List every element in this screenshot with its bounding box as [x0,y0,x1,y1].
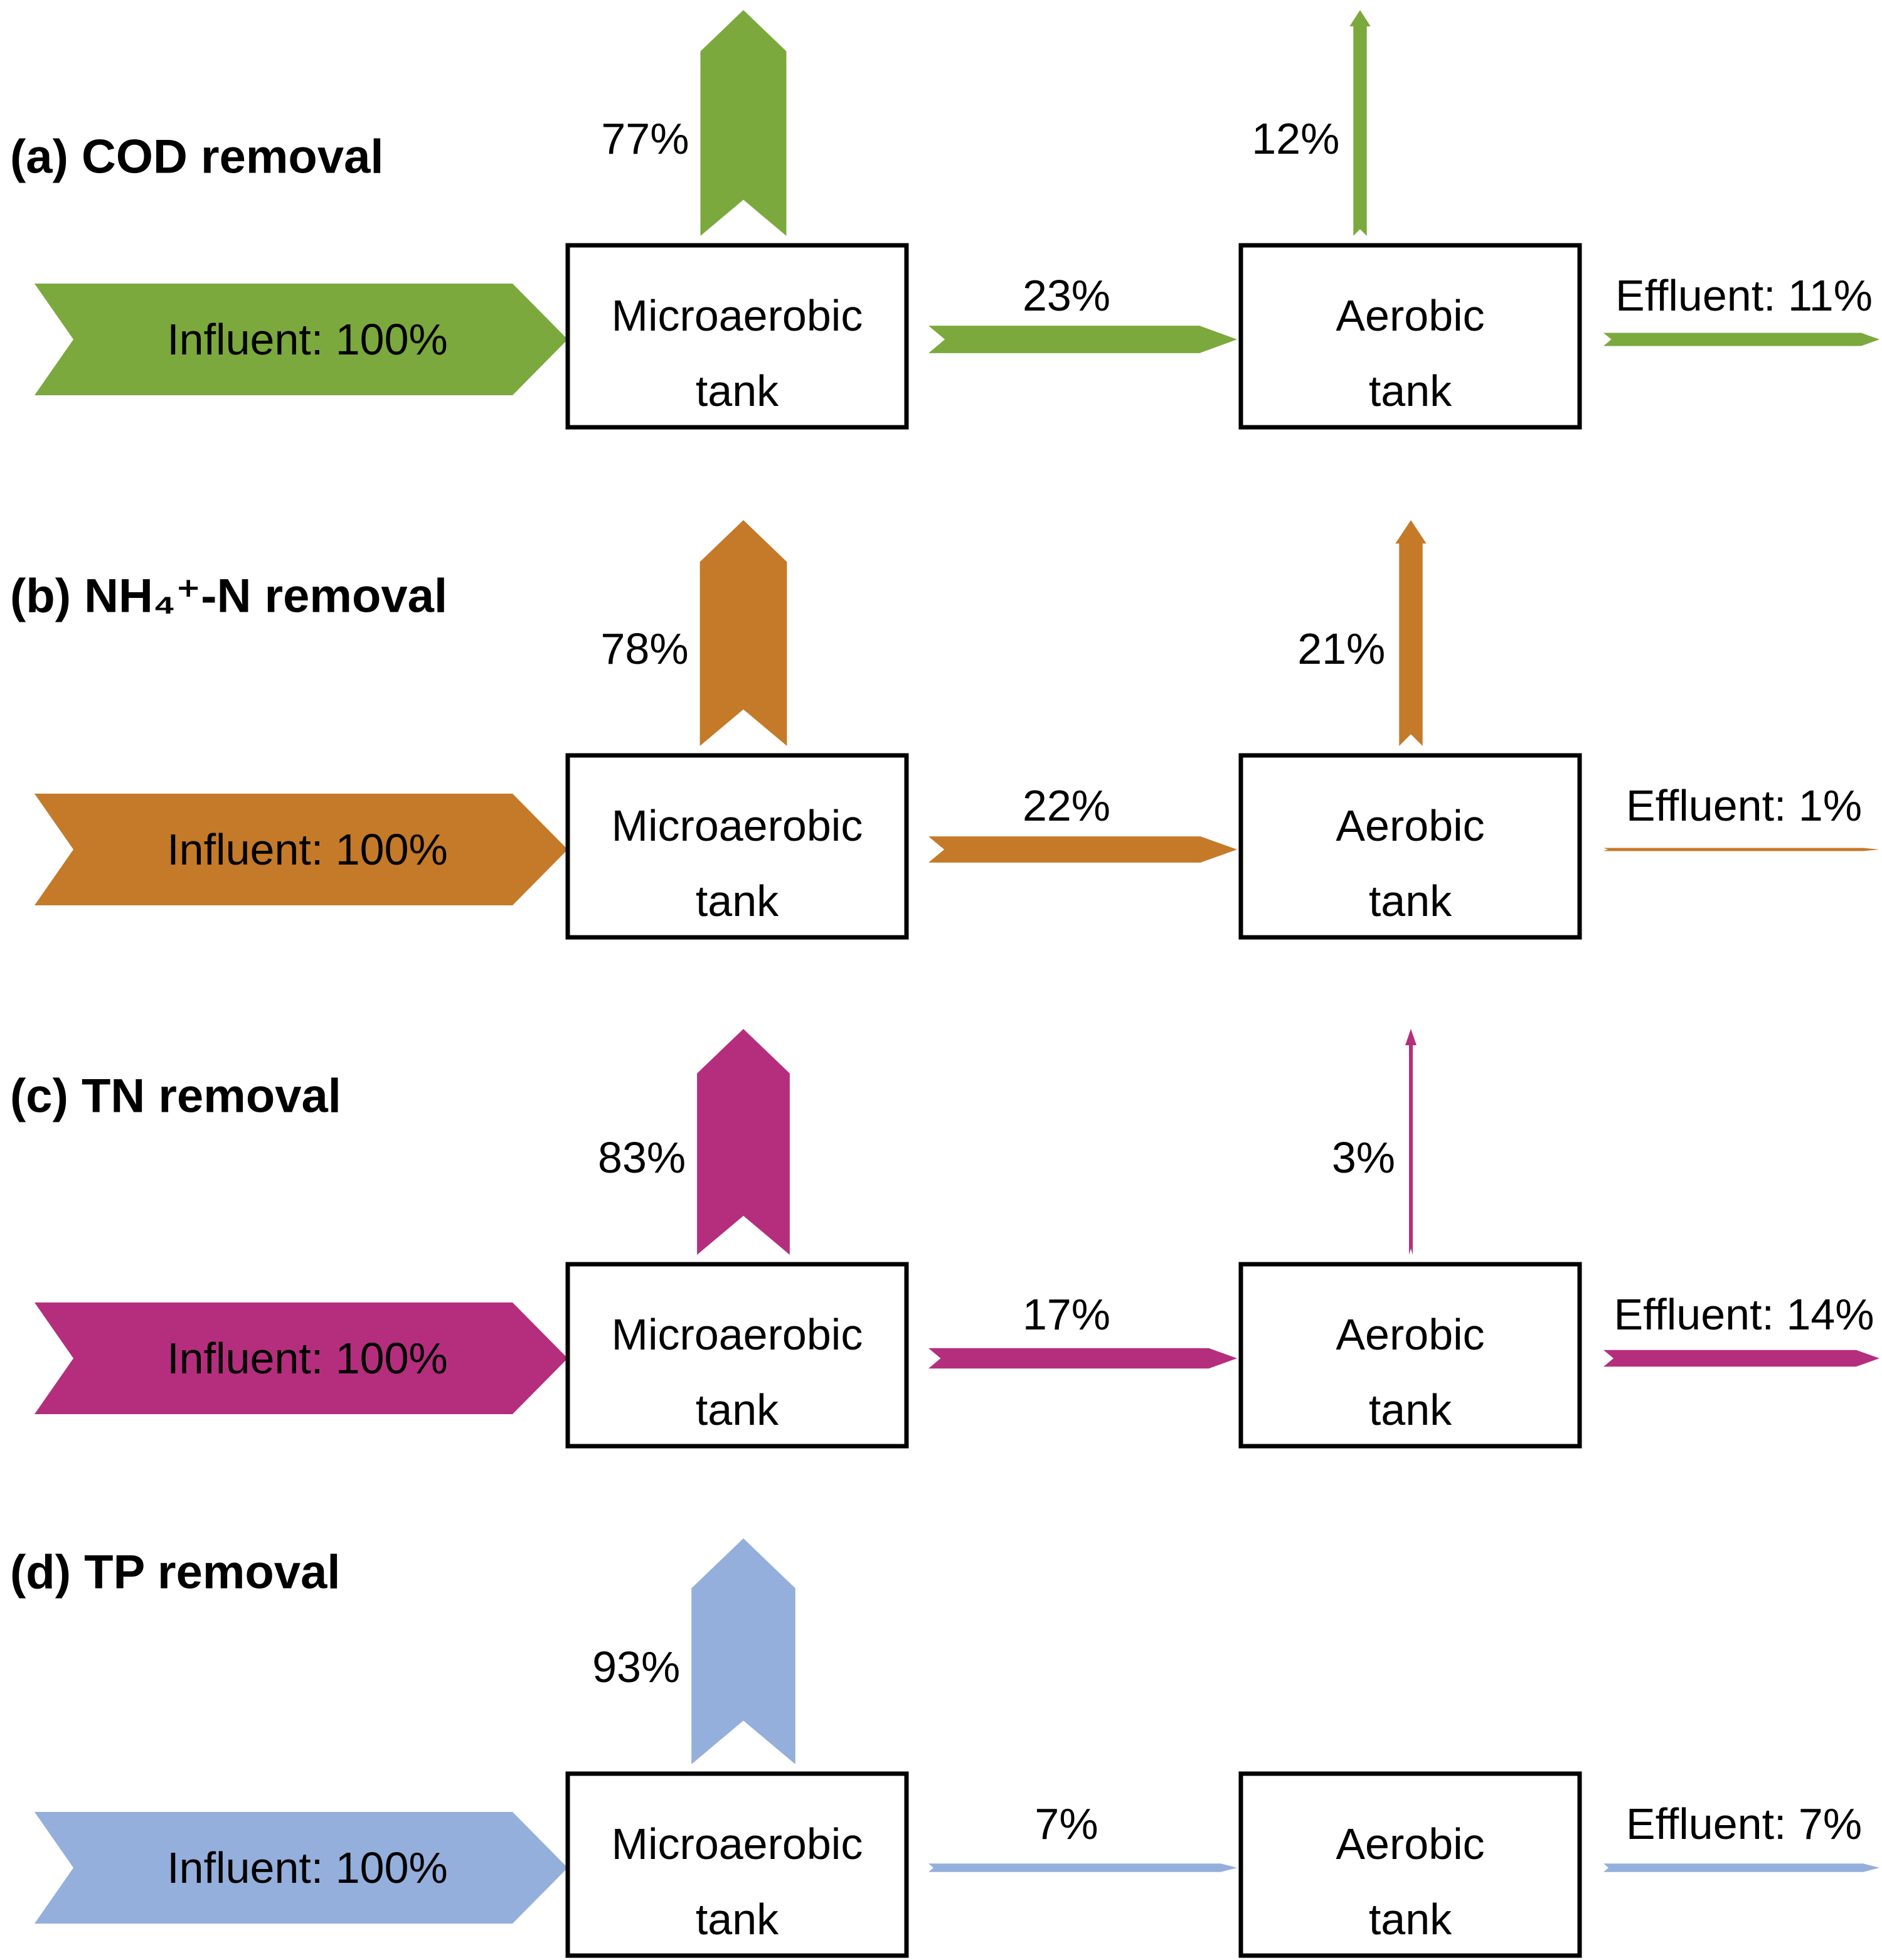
microaerobic-tank-label-line2: tank [696,1385,779,1434]
microaerobic-tank-label-line1: Microaerobic [612,1819,863,1868]
micro-removal-arrow [697,1029,790,1255]
transfer-label: 17% [1023,1290,1110,1339]
microaerobic-tank-box [565,1262,909,1449]
effluent-arrow [1603,1863,1879,1872]
aerobic-tank-label-line2: tank [1369,1895,1452,1944]
microaerobic-tank-box [565,1771,909,1958]
aerobic-tank-label-line1: Aerobic [1336,1819,1484,1868]
influent-arrow [35,794,568,905]
influent-arrow [35,284,568,395]
transfer-arrow [928,1863,1237,1872]
aero-removal-arrow [1405,1029,1417,1255]
microaerobic-tank-box [565,243,909,430]
aerobic-tank-box [1238,1771,1582,1958]
influent-label: Influent: 100% [167,1334,448,1383]
micro-removal-arrow [700,10,787,236]
aerobic-tank-label-line2: tank [1369,1385,1452,1434]
influent-label: Influent: 100% [167,1843,448,1892]
aero-removal-arrow [1349,10,1371,236]
aerobic-tank-label-line2: tank [1369,876,1452,925]
effluent-arrow [1603,848,1879,851]
aero-removal-label: 21% [1297,624,1385,673]
influent-label: Influent: 100% [167,825,448,874]
aerobic-tank-box [1238,1262,1582,1449]
micro-removal-label: 77% [601,114,689,163]
microaerobic-tank-box [565,753,909,940]
transfer-arrow [928,1348,1237,1369]
microaerobic-tank-label-line1: Microaerobic [612,291,863,340]
aerobic-tank-label-line1: Aerobic [1336,801,1484,850]
effluent-label: Effluent: 14% [1614,1290,1874,1339]
microaerobic-tank-label-line2: tank [696,366,779,415]
aerobic-tank-box [1238,753,1582,940]
effluent-arrow [1603,333,1879,346]
aerobic-tank-label-line2: tank [1369,366,1452,415]
transfer-arrow [928,836,1237,863]
influent-arrow [35,1302,568,1414]
panel-a-title: (a) COD removal [10,130,384,184]
microaerobic-tank-label-line2: tank [696,1895,779,1944]
effluent-label: Effluent: 1% [1626,781,1862,830]
micro-removal-arrow [691,1538,795,1764]
micro-removal-label: 93% [592,1643,680,1691]
microaerobic-tank-label-line1: Microaerobic [612,1310,863,1359]
micro-removal-arrow [699,520,787,746]
transfer-label: 22% [1023,781,1110,830]
panel-d-title: (d) TP removal [10,1546,341,1599]
effluent-label: Effluent: 7% [1626,1799,1862,1848]
aerobic-tank-box [1238,243,1582,430]
microaerobic-tank-label-line2: tank [696,876,779,925]
micro-removal-label: 83% [598,1133,686,1182]
aero-removal-label: 12% [1252,114,1339,163]
effluent-arrow [1603,1350,1879,1367]
effluent-label: Effluent: 11% [1615,271,1873,320]
microaerobic-tank-label-line1: Microaerobic [612,801,863,850]
transfer-arrow [928,326,1237,353]
transfer-label: 23% [1023,271,1110,320]
aerobic-tank-label-line1: Aerobic [1336,1310,1484,1359]
aero-removal-label: 3% [1332,1133,1395,1182]
micro-removal-label: 78% [600,624,688,673]
influent-label: Influent: 100% [167,315,448,364]
influent-arrow [35,1812,568,1924]
transfer-label: 7% [1034,1799,1098,1848]
panel-b-title: (b) NH₄⁺-N removal [10,570,447,623]
panel-c-title: (c) TN removal [10,1070,341,1123]
aero-removal-arrow [1395,520,1427,746]
aerobic-tank-label-line1: Aerobic [1336,291,1484,340]
